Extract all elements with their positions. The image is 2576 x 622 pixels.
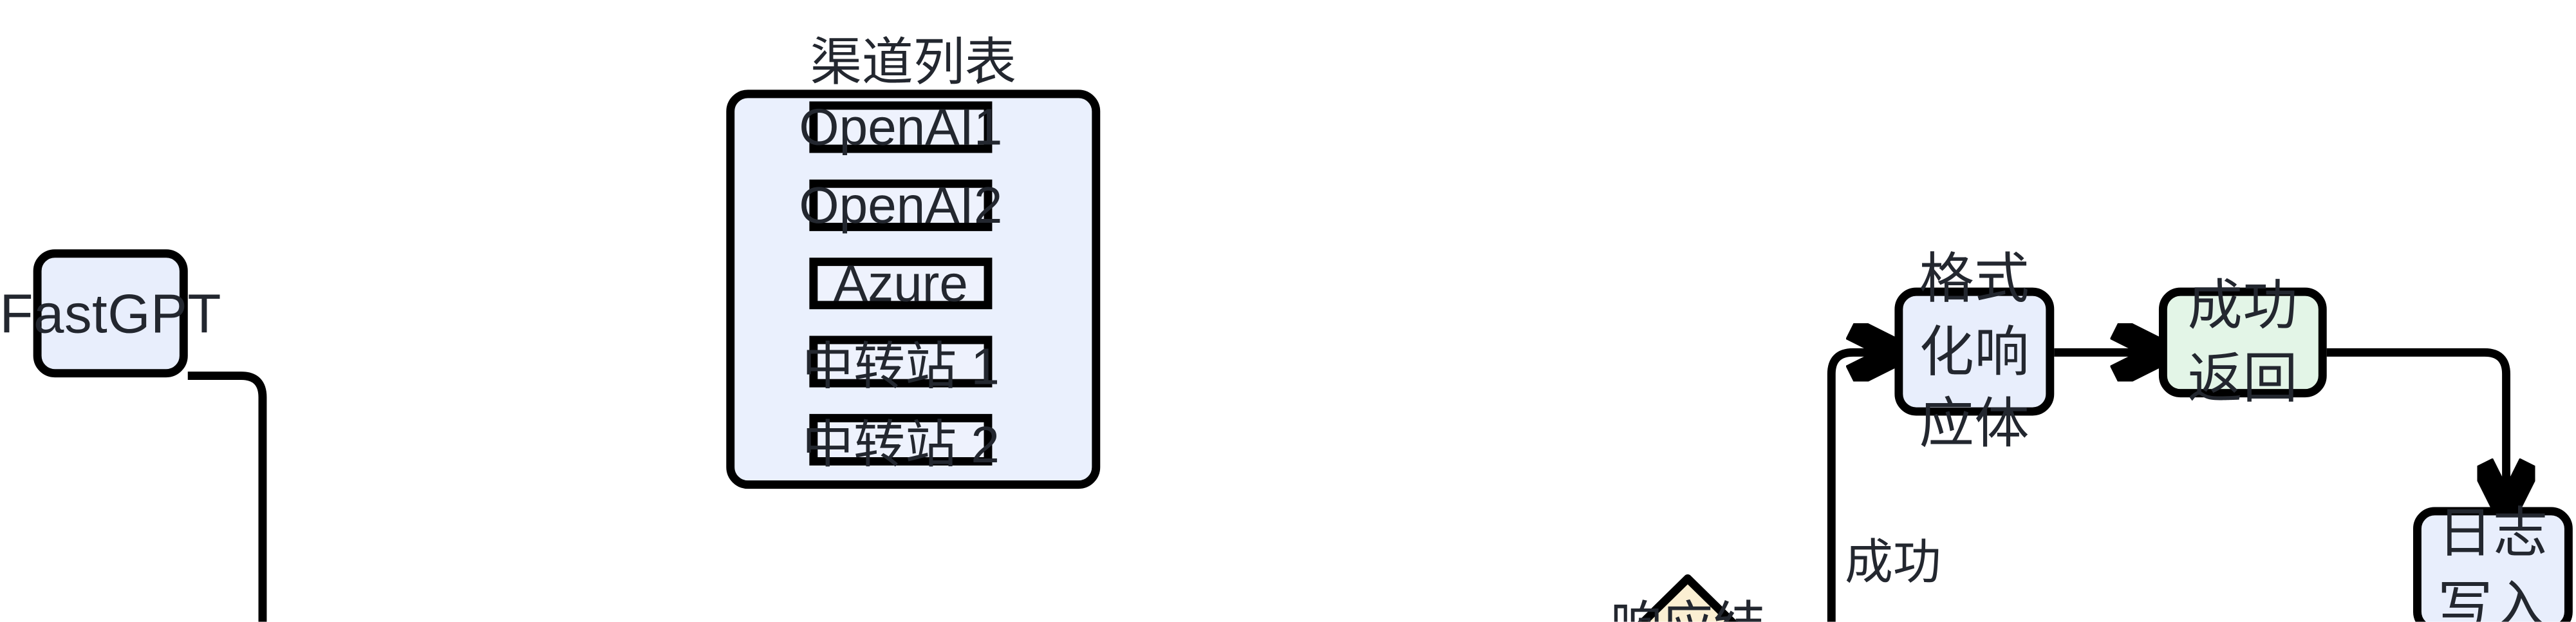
channel-item-azure-label: Azure — [833, 253, 968, 312]
node-success-return[interactable]: 成功返回 — [2158, 275, 2327, 409]
channel-item-relay2-label: 中转站 2 — [801, 415, 1000, 474]
channel-group-title: 渠道列表 — [810, 33, 1016, 92]
channel-item-relay2[interactable]: 中转站 2 — [802, 413, 1000, 474]
node-format-response[interactable]: 格式化响应体 — [1894, 248, 2055, 455]
node-format-response-label: 格式化响应体 — [1919, 248, 2030, 455]
node-response-result-label: 响应结果 — [1599, 574, 1777, 621]
node-log-write-label: 日志写入 — [2438, 502, 2548, 622]
channel-item-openai2-label: OpenAI2 — [799, 175, 1003, 234]
node-fastgpt[interactable]: FastGPT — [0, 249, 221, 378]
channel-item-openai2[interactable]: OpenAI2 — [799, 175, 1002, 233]
channel-item-relay1-label: 中转站 1 — [801, 337, 1000, 396]
channel-item-openai1-label: OpenAI1 — [799, 97, 1003, 156]
edge-label-success: 成功 — [1844, 536, 1941, 590]
edge-fastgpt-to-aiproxy — [187, 372, 267, 622]
node-success-return-label: 成功返回 — [2187, 275, 2299, 410]
response-result-shape — [1638, 574, 1738, 622]
edge-success-to-log — [2326, 348, 2506, 507]
node-response-result[interactable]: 响应结果 — [1599, 574, 1777, 622]
node-fastgpt-label: FastGPT — [0, 282, 221, 344]
channel-item-openai1[interactable]: OpenAI1 — [799, 97, 1002, 155]
node-log-write[interactable]: 日志写入 — [2413, 503, 2573, 622]
channel-item-azure[interactable]: Azure — [809, 254, 993, 312]
channel-item-relay1[interactable]: 中转站 1 — [802, 335, 1000, 396]
